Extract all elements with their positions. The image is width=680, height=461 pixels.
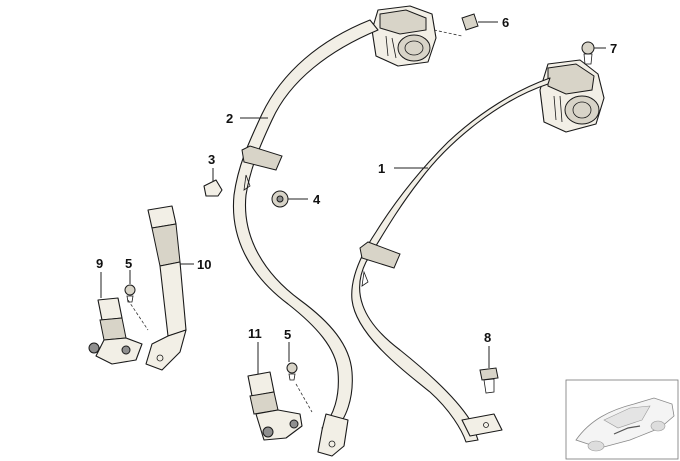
bolt-7 (581, 41, 595, 65)
callout-4: 4 (313, 192, 321, 207)
retractor-2 (371, 5, 463, 67)
callout-3: 3 (208, 152, 215, 167)
callout-9: 9 (96, 256, 103, 271)
retractor-1 (539, 59, 605, 133)
nut-6 (461, 13, 479, 31)
buckle-9 (88, 297, 149, 365)
callout-8: 8 (484, 330, 491, 345)
belt-2 (232, 5, 463, 457)
buckle-11 (247, 371, 313, 441)
grommet-4 (271, 190, 289, 208)
leader-lines (100, 21, 606, 374)
callout-7: 7 (610, 41, 617, 56)
bolt-8 (479, 367, 499, 394)
cap-3 (203, 179, 223, 197)
callout-1: 1 (378, 161, 385, 176)
callout-6: 6 (502, 15, 509, 30)
callout-labels: 1 2 3 4 5 5 6 7 8 9 10 11 (96, 15, 617, 345)
callout-5a: 5 (125, 256, 132, 271)
belt-1 (351, 59, 605, 443)
callout-10: 10 (197, 257, 211, 272)
buckle-stalk-10 (145, 205, 187, 371)
bolt-5-left (124, 284, 136, 303)
bolt-5-center (286, 362, 298, 381)
callout-5b: 5 (284, 327, 291, 342)
callout-11: 11 (248, 326, 262, 341)
vehicle-thumbnail (565, 379, 679, 460)
callout-2: 2 (226, 111, 233, 126)
